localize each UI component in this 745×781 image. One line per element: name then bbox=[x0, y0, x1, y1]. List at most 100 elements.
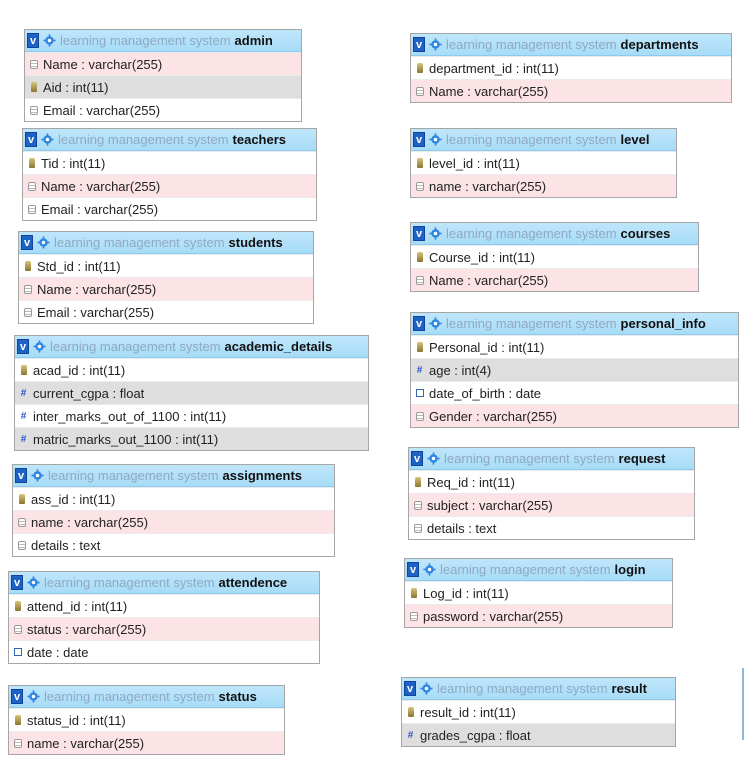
text-field-icon-glyph bbox=[17, 517, 26, 527]
column-row[interactable]: password : varchar(255) bbox=[405, 604, 672, 627]
key-icon-glyph bbox=[416, 63, 423, 73]
gear-icon[interactable] bbox=[41, 133, 54, 146]
column-row[interactable]: Log_id : int(11) bbox=[405, 581, 672, 604]
toggle-v-icon[interactable]: v bbox=[15, 468, 27, 483]
column-row[interactable]: Name : varchar(255) bbox=[25, 52, 301, 75]
gear-icon[interactable] bbox=[33, 340, 46, 353]
column-row[interactable]: Name : varchar(255) bbox=[411, 268, 698, 291]
toggle-v-icon[interactable]: v bbox=[413, 132, 425, 147]
key-icon bbox=[19, 365, 28, 375]
column-row[interactable]: acad_id : int(11) bbox=[15, 358, 368, 381]
column-row[interactable]: result_id : int(11) bbox=[402, 700, 675, 723]
column-row[interactable]: attend_id : int(11) bbox=[9, 594, 319, 617]
toggle-v-icon[interactable]: v bbox=[11, 689, 23, 704]
column-row[interactable]: subject : varchar(255) bbox=[409, 493, 694, 516]
gear-icon[interactable] bbox=[31, 469, 44, 482]
column-row[interactable]: Course_id : int(11) bbox=[411, 245, 698, 268]
gear-icon[interactable] bbox=[43, 34, 56, 47]
gear-icon[interactable] bbox=[429, 133, 442, 146]
column-row[interactable]: level_id : int(11) bbox=[411, 151, 676, 174]
toggle-v-icon[interactable]: v bbox=[11, 575, 23, 590]
column-row[interactable]: #matric_marks_out_1100 : int(11) bbox=[15, 427, 368, 450]
toggle-v-icon[interactable]: v bbox=[413, 226, 425, 241]
column-row[interactable]: details : text bbox=[409, 516, 694, 539]
column-row[interactable]: Tid : int(11) bbox=[23, 151, 316, 174]
column-row[interactable]: details : text bbox=[13, 533, 334, 556]
database-name: learning management system bbox=[48, 468, 219, 483]
gear-icon[interactable] bbox=[27, 690, 40, 703]
column-row[interactable]: date : date bbox=[9, 640, 319, 663]
toggle-v-icon[interactable]: v bbox=[407, 562, 419, 577]
column-row[interactable]: name : varchar(255) bbox=[13, 510, 334, 533]
gear-icon[interactable] bbox=[420, 682, 433, 695]
gear-icon[interactable] bbox=[27, 576, 40, 589]
gear-icon[interactable] bbox=[423, 563, 436, 576]
column-row[interactable]: department_id : int(11) bbox=[411, 56, 731, 79]
column-row[interactable]: status : varchar(255) bbox=[9, 617, 319, 640]
column-row[interactable]: name : varchar(255) bbox=[9, 731, 284, 754]
column-row[interactable]: status_id : int(11) bbox=[9, 708, 284, 731]
gear-icon[interactable] bbox=[427, 452, 440, 465]
column-row[interactable]: Email : varchar(255) bbox=[19, 300, 313, 323]
column-label: inter_marks_out_of_1100 : int(11) bbox=[33, 408, 227, 424]
gear-icon[interactable] bbox=[37, 236, 50, 249]
toggle-v-icon[interactable]: v bbox=[21, 235, 33, 250]
column-row[interactable]: Req_id : int(11) bbox=[409, 470, 694, 493]
column-row[interactable]: #current_cgpa : float bbox=[15, 381, 368, 404]
column-row[interactable]: #inter_marks_out_of_1100 : int(11) bbox=[15, 404, 368, 427]
column-row[interactable]: ass_id : int(11) bbox=[13, 487, 334, 510]
column-row[interactable]: Name : varchar(255) bbox=[19, 277, 313, 300]
gear-icon[interactable] bbox=[429, 317, 442, 330]
toggle-v-icon[interactable]: v bbox=[413, 316, 425, 331]
column-row[interactable]: Aid : int(11) bbox=[25, 75, 301, 98]
toggle-v-icon[interactable]: v bbox=[411, 451, 423, 466]
column-row[interactable]: Std_id : int(11) bbox=[19, 254, 313, 277]
toggle-v-icon[interactable]: v bbox=[25, 132, 37, 147]
toggle-v-icon[interactable]: v bbox=[27, 33, 39, 48]
column-row[interactable]: #grades_cgpa : float bbox=[402, 723, 675, 746]
gear-icon[interactable] bbox=[429, 38, 442, 51]
gear-icon[interactable] bbox=[429, 227, 442, 240]
column-row[interactable]: Name : varchar(255) bbox=[411, 79, 731, 102]
key-icon bbox=[13, 601, 22, 611]
column-row[interactable]: date_of_birth : date bbox=[411, 381, 738, 404]
column-row[interactable]: Gender : varchar(255) bbox=[411, 404, 738, 427]
column-row[interactable]: Name : varchar(255) bbox=[23, 174, 316, 197]
toggle-v-icon[interactable]: v bbox=[17, 339, 29, 354]
column-row[interactable]: #age : int(4) bbox=[411, 358, 738, 381]
column-row[interactable]: name : varchar(255) bbox=[411, 174, 676, 197]
toggle-v-icon[interactable]: v bbox=[404, 681, 416, 696]
column-row[interactable]: Personal_id : int(11) bbox=[411, 335, 738, 358]
column-row[interactable]: Email : varchar(255) bbox=[25, 98, 301, 121]
column-row[interactable]: Email : varchar(255) bbox=[23, 197, 316, 220]
toggle-v-icon[interactable]: v bbox=[413, 37, 425, 52]
